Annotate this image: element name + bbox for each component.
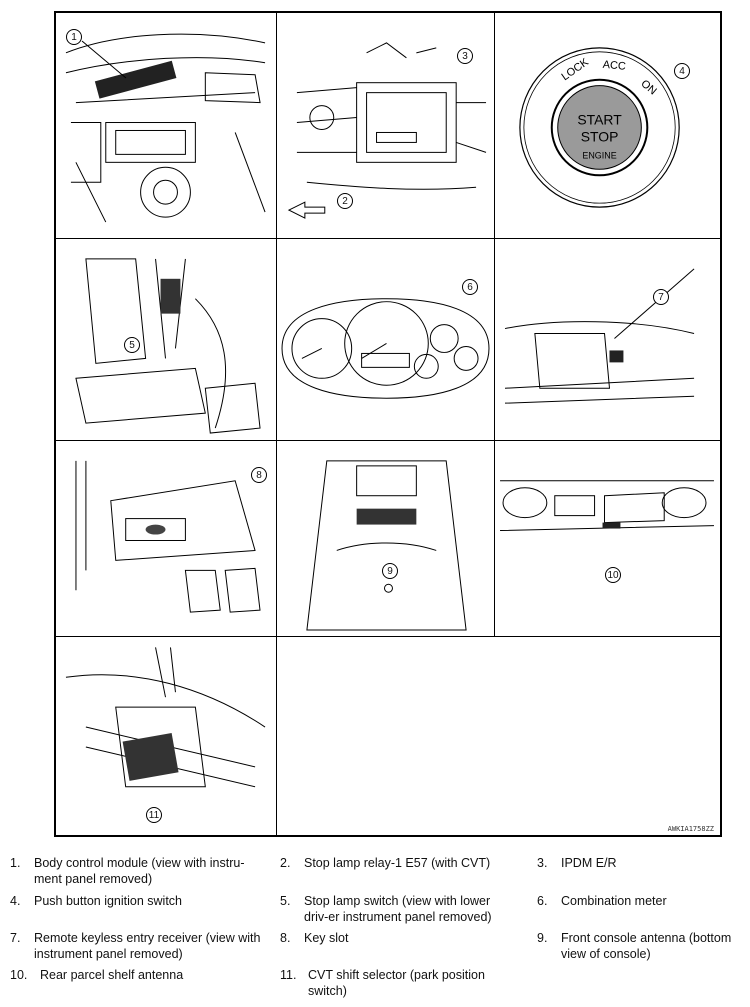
panel-ipdm-relay: 2 3 (277, 13, 495, 239)
pedal-sketch-illustration (75, 258, 261, 434)
engine-room-sketch-illustration (287, 42, 487, 219)
panel-rear-parcel-shelf: 10 (495, 441, 722, 637)
legend-text: IPDM E/R (561, 856, 617, 870)
panel-push-button-ignition: START STOP ENGINE LOCK ACC ON 4 (495, 13, 722, 239)
legend-number: 3. (537, 856, 548, 870)
left-arrow-icon (287, 201, 326, 219)
legend-text: Key slot (304, 931, 349, 945)
panel-keyless-receiver: 7 (495, 239, 722, 441)
callout-6: 6 (462, 279, 478, 295)
callout-3: 3 (457, 48, 473, 64)
callout-5: 5 (124, 337, 140, 353)
legend-number: 2. (280, 856, 291, 870)
legend-text: Front console antenna (bottom view of co… (561, 931, 732, 961)
legend-item: 5. Stop lamp switch (view with lower dri… (280, 893, 514, 925)
callout-1: 1 (66, 29, 82, 45)
legend-item: 6. Combination meter (537, 893, 741, 909)
legend-number: 10. (10, 968, 28, 982)
console-bottom-sketch-illustration (306, 460, 467, 631)
legend-number: 4. (10, 894, 21, 908)
legend-item: 2. Stop lamp relay-1 E57 (with CVT) (280, 855, 494, 871)
legend-item: 9. Front console antenna (bottom view of… (537, 930, 746, 962)
legend-number: 1. (10, 856, 21, 870)
legend-number: 11. (280, 968, 297, 982)
legend-item: 3. IPDM E/R (537, 855, 741, 871)
legend-text: Rear parcel shelf antenna (40, 968, 184, 982)
legend-text: Combination meter (561, 894, 667, 908)
legend-item: 10. Rear parcel shelf antenna (10, 967, 270, 983)
dashboard-sketch-illustration (65, 33, 266, 223)
legend-number: 6. (537, 894, 548, 908)
instrument-panel-sketch-illustration (504, 268, 695, 404)
panel-key-slot: 8 (56, 441, 277, 637)
shift-selector-sketch-illustration (65, 647, 266, 788)
panel-combination-meter: 6 (277, 239, 495, 441)
legend-text: Push button ignition switch (34, 894, 183, 908)
callout-7: 7 (653, 289, 669, 305)
legend-item: 8. Key slot (280, 930, 494, 946)
legend-number: 9. (537, 931, 548, 945)
legend-text: Stop lamp switch (view with lower driv-e… (304, 894, 492, 924)
panel-front-console-antenna: 9 (277, 441, 495, 637)
legend-text: Stop lamp relay-1 E57 (with CVT) (304, 856, 491, 870)
combination-meter-illustration (281, 298, 490, 399)
legend-text: Body control module (view with instru-me… (34, 856, 245, 886)
acc-label: ACC (602, 59, 626, 73)
panel-stop-lamp-switch: 5 (56, 239, 277, 441)
key-slot-sketch-illustration (75, 460, 261, 613)
figure-code: AWKIA1758ZZ (667, 825, 714, 833)
legend-item: 4. Push button ignition switch (10, 893, 264, 909)
callout-4: 4 (674, 63, 690, 79)
parcel-shelf-sketch-illustration (500, 480, 714, 532)
callout-10: 10 (605, 567, 621, 583)
panel-cvt-shift-selector: 11 (56, 637, 277, 837)
component-location-figure: 1 2 3 START STOP ENGINE LOCK (54, 11, 722, 837)
panel-body-control-module: 1 (56, 13, 277, 239)
legend-item: 1. Body control module (view with instru… (10, 855, 264, 887)
engine-label: ENGINE (582, 150, 616, 160)
ignition-switch-illustration: START STOP ENGINE LOCK ACC ON (519, 47, 680, 208)
legend-item: 11. CVT shift selector (park position sw… (280, 967, 508, 999)
callout-8: 8 (251, 467, 267, 483)
callout-11: 11 (146, 807, 162, 823)
start-label: START (577, 112, 622, 128)
legend-number: 5. (280, 894, 291, 908)
stop-label: STOP (581, 128, 619, 144)
legend-text: CVT shift selector (park position switch… (308, 968, 485, 998)
legend-item: 7. Remote keyless entry receiver (view w… (10, 930, 264, 962)
legend-number: 8. (280, 931, 291, 945)
callout-2: 2 (337, 193, 353, 209)
legend-text: Remote keyless entry receiver (view with… (34, 931, 261, 961)
legend-number: 7. (10, 931, 21, 945)
callout-9: 9 (382, 563, 398, 579)
